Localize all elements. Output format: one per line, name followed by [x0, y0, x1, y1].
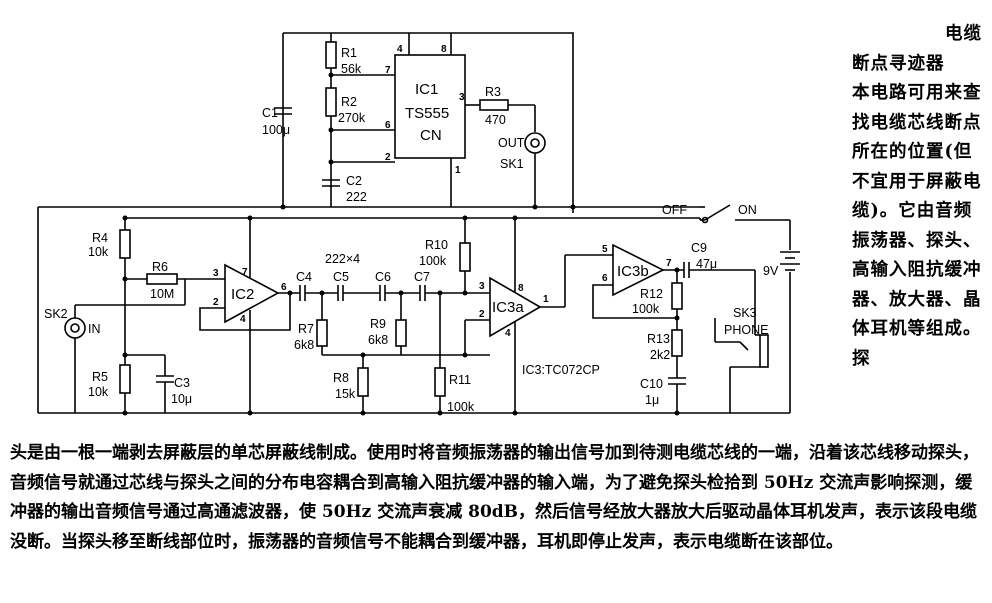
ic3b-name: IC3b	[617, 263, 649, 280]
switch-on: ON	[738, 203, 757, 217]
ic2-pin2: 2	[213, 297, 219, 308]
r3-value: 470	[485, 113, 506, 127]
c7-name: C7	[414, 270, 430, 284]
r6-value: 10M	[150, 287, 174, 301]
r10-value: 100k	[419, 254, 447, 268]
r13-name: R13	[647, 332, 670, 346]
ic2-pin7: 7	[242, 267, 248, 278]
c5-name: C5	[333, 270, 349, 284]
ic1-part: TS555	[405, 105, 449, 122]
c1-name: C1	[262, 106, 278, 120]
ic3-note: IC3:TC072CP	[522, 363, 600, 377]
sk1-label: SK1	[500, 157, 524, 171]
r7-value: 6k8	[294, 338, 314, 352]
c4-name: C4	[296, 270, 312, 284]
r2-name: R2	[341, 95, 357, 109]
ic3a-name: IC3a	[492, 299, 524, 316]
c9-name: C9	[691, 241, 707, 255]
sk3-phone: PHONE	[724, 323, 768, 337]
title-line1: 电缆	[945, 24, 982, 44]
ic1-suffix: CN	[420, 127, 442, 144]
ic1-name: IC1	[415, 81, 438, 98]
c2-name: C2	[346, 174, 362, 188]
caps-label: 222×4	[325, 252, 360, 266]
ic2-pin4: 4	[240, 314, 246, 325]
r11-value: 100k	[447, 400, 475, 414]
c6-name: C6	[375, 270, 391, 284]
ic2-pin6: 6	[281, 282, 287, 293]
r1-value: 56k	[341, 62, 362, 76]
ic1-pin1: 1	[455, 165, 461, 176]
r7-name: R7	[298, 322, 314, 336]
r1-name: R1	[341, 46, 357, 60]
ic3a-pin8: 8	[518, 283, 524, 294]
ic1-pin7: 7	[385, 65, 391, 76]
title-line2: 断点寻迹器	[852, 53, 945, 74]
c3-name: C3	[174, 376, 190, 390]
out-label: OUT	[498, 136, 525, 150]
c9-value: 47μ	[696, 257, 717, 271]
c10-value: 1μ	[645, 393, 659, 407]
r12-value: 100k	[632, 302, 660, 316]
ic3b-pin7: 7	[666, 258, 672, 269]
r4-value: 10k	[88, 245, 109, 259]
sk3-label: SK3	[733, 306, 757, 320]
r13-value: 2k2	[650, 348, 670, 362]
r9-value: 6k8	[368, 333, 388, 347]
r6-name: R6	[152, 260, 168, 274]
r5-value: 10k	[88, 385, 109, 399]
ic3a-pin1: 1	[543, 294, 549, 305]
switch-off: OFF	[662, 203, 687, 217]
ic1-pin8: 8	[441, 44, 447, 55]
circuit-schematic: C1 100μ R1 56k R2 270k C2 222 IC1 TS555 …	[37, 32, 800, 416]
r8-name: R8	[333, 371, 349, 385]
ic3a-pin3: 3	[479, 281, 485, 292]
ic2-pin3: 3	[213, 268, 219, 279]
ic1-pin6: 6	[385, 120, 391, 131]
r3-name: R3	[485, 85, 501, 99]
r8-value: 15k	[335, 387, 356, 401]
ic1-pin2: 2	[385, 152, 391, 163]
ic2-name: IC2	[231, 286, 254, 303]
battery-value: 9V	[763, 264, 779, 278]
sk2-label: SK2	[44, 307, 68, 321]
r12-name: R12	[640, 287, 663, 301]
r4-name: R4	[92, 231, 108, 245]
side-description: 本电路可用来查找电缆芯线断点所在的位置(但不宜用于屏蔽电缆)。它由音频振荡器、探…	[852, 83, 982, 369]
r10-name: R10	[425, 238, 448, 252]
ic3b-pin5: 5	[602, 244, 608, 255]
ic1-pin4: 4	[397, 44, 403, 55]
c1-value: 100μ	[262, 123, 290, 137]
ic3b-pin6: 6	[602, 273, 608, 284]
r11-name: R11	[449, 373, 471, 387]
r5-name: R5	[92, 370, 108, 384]
body-description: 头是由一根一端剥去屏蔽层的单芯屏蔽线制成。使用时将音频振荡器的输出信号加到待测电…	[10, 443, 979, 552]
sk2-in: IN	[88, 322, 101, 336]
ic1-pin3: 3	[459, 92, 465, 103]
c10-name: C10	[640, 377, 663, 391]
r9-name: R9	[370, 317, 386, 331]
r2-value: 270k	[338, 111, 366, 125]
ic3a-pin2: 2	[479, 309, 485, 320]
c3-value: 10μ	[171, 392, 192, 406]
side-column: 电缆 断点寻迹器 本电路可用来查找电缆芯线断点所在的位置(但不宜用于屏蔽电缆)。…	[852, 20, 982, 374]
ic3a-pin4: 4	[505, 328, 511, 339]
c2-value: 222	[346, 190, 367, 204]
